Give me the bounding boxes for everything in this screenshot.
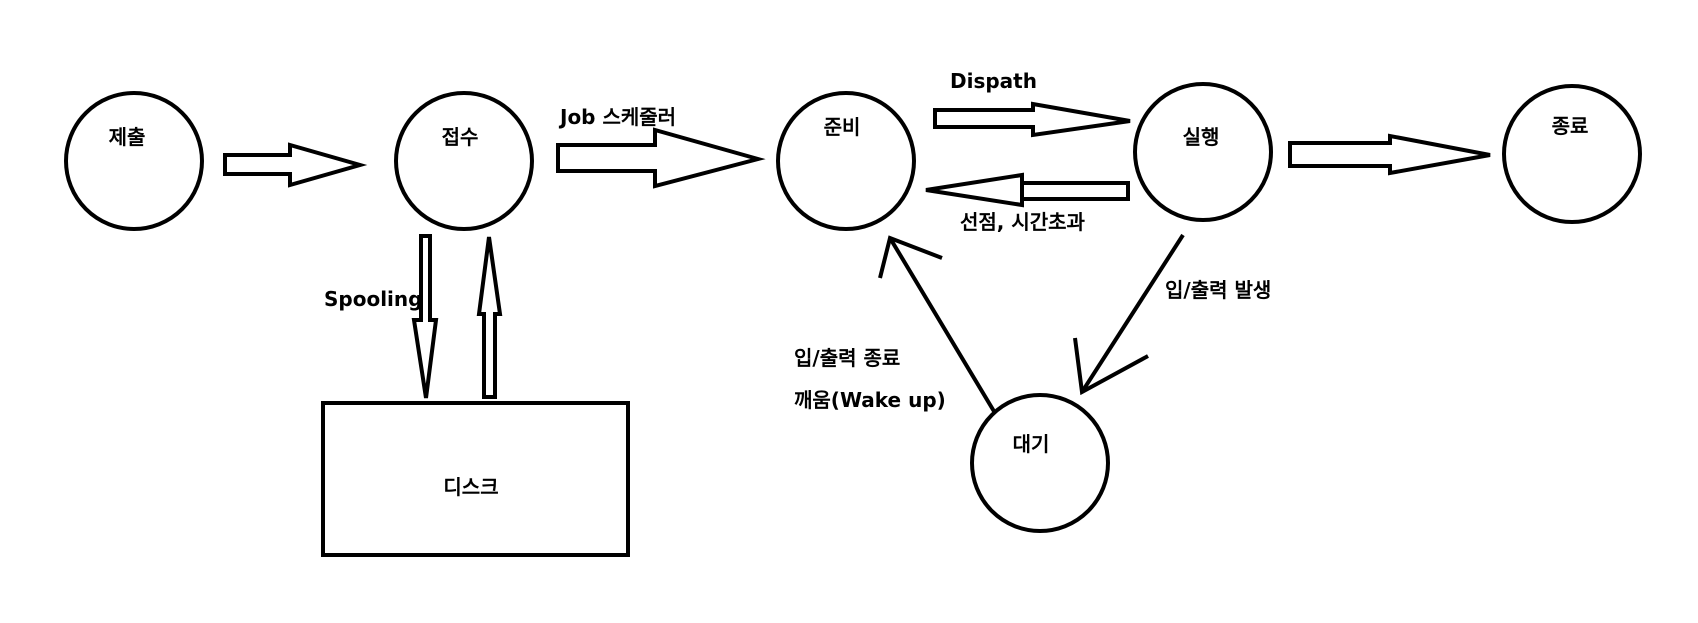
wait-node [970,393,1110,533]
arrow-run-to-ready [925,172,1130,208]
wakeup-label: 깨움(Wake up) [794,388,946,412]
arrow-wait-to-ready-shaft [888,236,997,415]
spooling-label: Spooling [324,287,422,311]
arrow-run-to-wait-shaft [1080,233,1185,394]
disk-box [321,401,630,557]
submit-node [64,91,204,231]
accept-node [394,91,534,231]
exit-label: 종료 [1552,114,1589,138]
io-done-label: 입/출력 종료 [794,346,900,370]
disk-label: 디스크 [443,475,498,499]
accept-label: 접수 [442,125,479,149]
exit-node [1502,84,1642,224]
arrow-submit-to-accept [223,142,368,188]
arrow-spool-up [476,236,503,399]
io-occur-label: 입/출력 발생 [1165,278,1271,302]
run-label: 실행 [1183,125,1220,149]
run-node [1133,82,1273,222]
dispatch-label: Dispath [950,69,1037,93]
arrow-run-to-wait-head [1073,337,1149,396]
arrow-wait-to-ready-head [878,235,943,279]
preempt-timeout-label: 선점, 시간초과 [960,210,1086,234]
job-scheduler-label: Job 스케줄러 [558,105,676,129]
arrow-ready-to-run [933,101,1131,138]
ready-node [776,91,916,231]
submit-label: 제출 [109,125,146,149]
arrow-run-to-exit [1288,133,1491,176]
arrow-accept-to-ready [556,127,766,189]
ready-label: 준비 [824,115,861,139]
arrow-spool-down [411,234,439,399]
wait-label: 대기 [1013,432,1050,456]
